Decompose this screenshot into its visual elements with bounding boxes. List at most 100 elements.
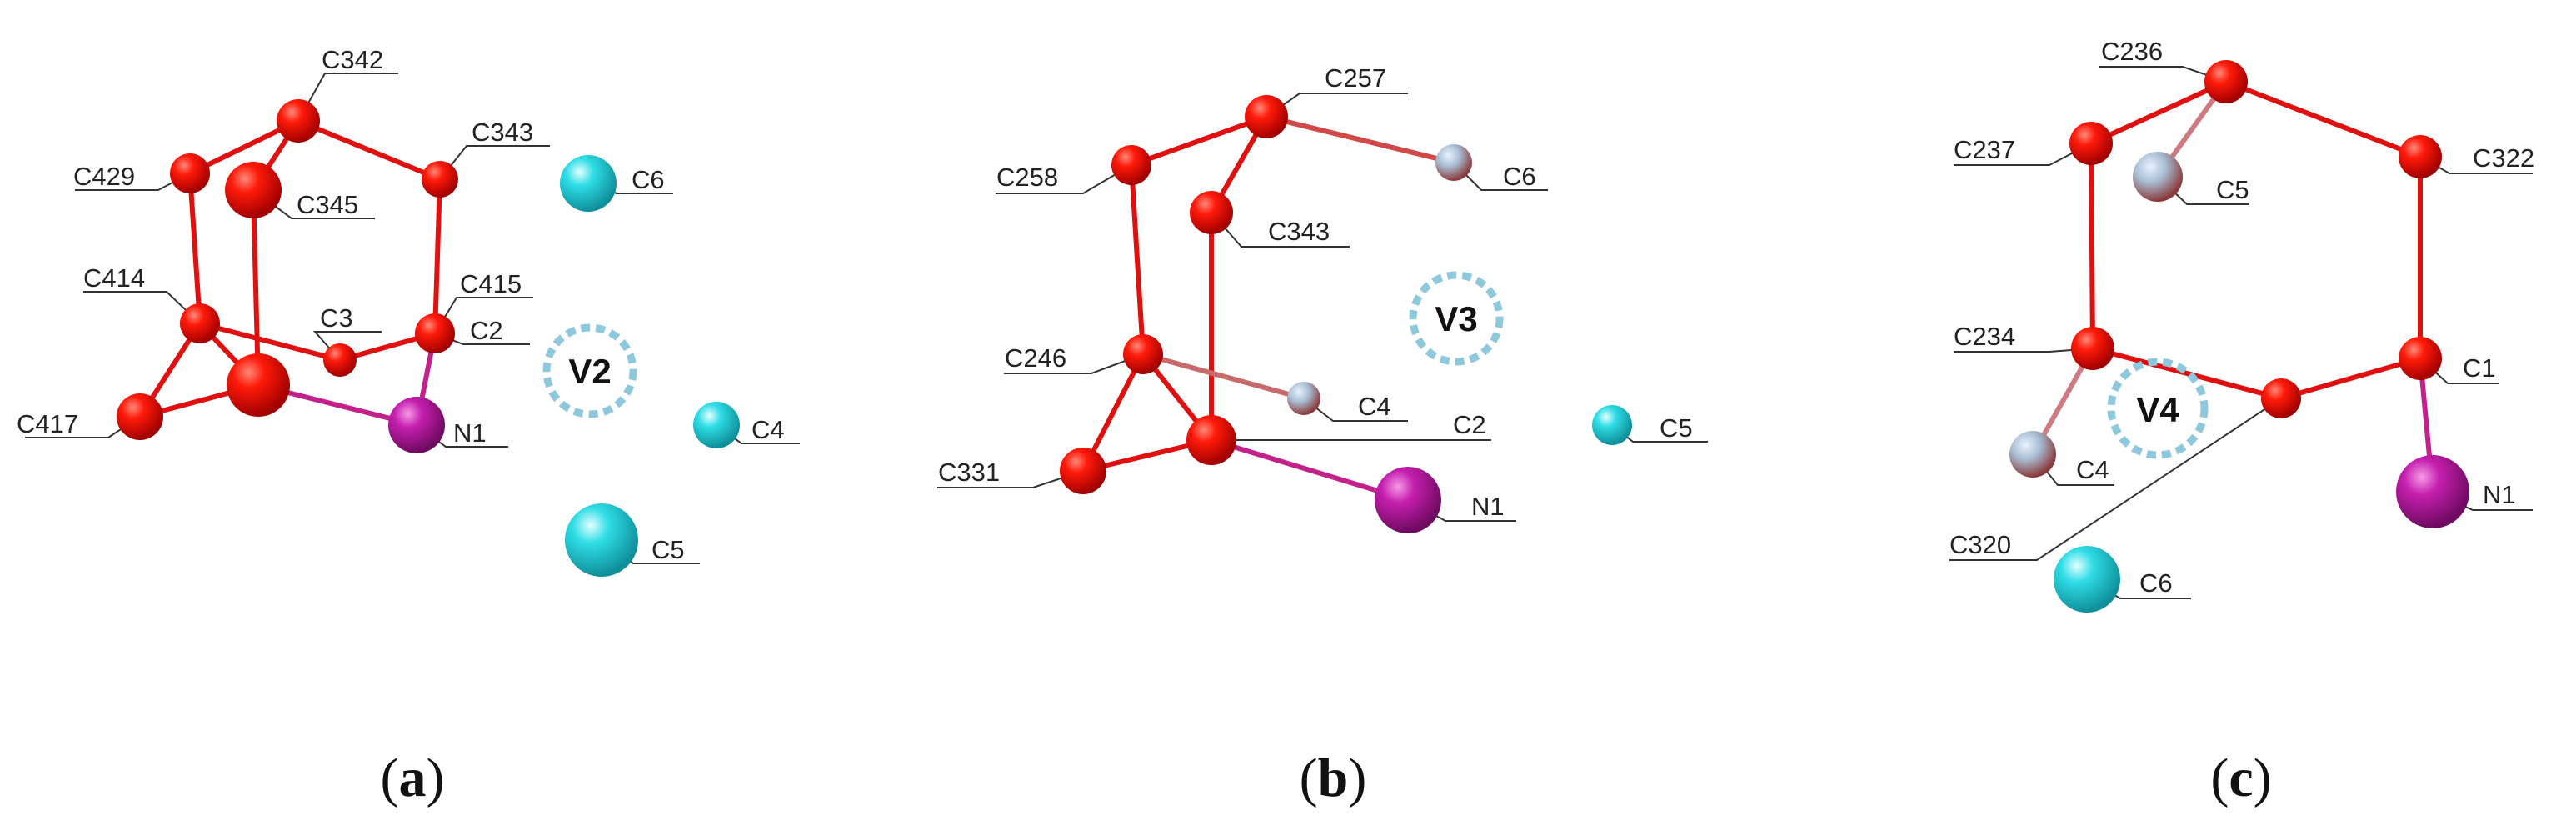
label-c6: C6 [632,165,665,194]
label-c6: C6 [2139,568,2173,598]
bond [1209,438,1410,503]
atom-c257 [1245,95,1288,138]
label-c236: C236 [2101,37,2163,66]
atoms-c [2009,60,2469,613]
atom-c415-c2 [415,313,455,353]
labels-a: C342 C343 C429 C345 C6 C414 C415 C3 C2 C… [17,45,785,564]
bond [197,321,342,363]
atom-c4 [1287,382,1320,415]
bond [187,171,202,326]
bond [432,177,442,336]
label-c415: C415 [460,269,522,298]
bond [2224,79,2423,159]
atom-c417 [117,393,163,440]
bond [1141,352,1306,401]
bond [1264,114,1456,165]
atom-c234 [2071,327,2114,370]
bond [2089,141,2095,351]
atom-c322 [2399,135,2442,178]
void-label: V2 [568,352,611,391]
label-c342: C342 [322,45,383,74]
void-a: V2 [542,323,637,418]
label-c320: C320 [1949,530,2011,559]
caption-letter: a [399,748,427,808]
label-c417: C417 [17,409,78,438]
atom-c5 [2133,152,2183,202]
labels-b: C257 C258 C6 C343 C246 C4 C2 C5 C331 N1 [938,63,1693,521]
bond [296,118,442,182]
atom-c4 [693,402,740,448]
void-c: V4 [2107,358,2209,459]
panel-caption-b: (b) [1300,748,1367,808]
atom-c331 [1060,448,1106,494]
label-c345: C345 [297,190,358,219]
atom-c414 [180,303,220,343]
label-c2: C2 [1453,410,1486,439]
atom-c342 [277,99,320,143]
label-c5: C5 [2216,175,2249,204]
atom-c343 [1190,191,1233,234]
label-c5: C5 [651,535,685,564]
atom-c5 [565,503,638,577]
atom-c2 [1186,415,1236,465]
panel-a: V2 C342 C343 C429 C345 C6 C414 C415 C3 C… [17,45,800,808]
panel-c: V4 C236 C237 C322 C5 C234 C1 C4 N1 C320 … [1949,37,2534,808]
bond [2090,346,2284,401]
atom-n1 [2396,455,2469,528]
label-c1: C1 [2463,353,2496,383]
label-c258: C258 [996,163,1058,192]
atom-c343 [422,161,458,198]
atom-n1 [388,397,445,453]
atom-c237 [2069,122,2113,165]
leader-lines-a [25,73,800,564]
panel-caption-c: (c) [2210,748,2271,808]
label-n1: N1 [453,418,487,448]
leader-lines-b [937,93,1708,522]
void-b: V3 [1409,271,1504,366]
label-c4: C4 [751,415,785,444]
label-c4: C4 [1358,392,1391,421]
panel-b: V3 C257 C258 C6 C343 C246 C4 C2 C5 C331 … [937,63,1708,808]
label-c343: C343 [472,118,533,147]
caption-letter: b [1318,748,1349,808]
atom-c-center [227,353,290,417]
atom-c1 [2399,337,2442,380]
label-c429: C429 [73,162,135,191]
label-c237: C237 [1954,135,2015,164]
void-marker [1409,271,1504,366]
atoms-a [117,99,740,577]
atom-n1 [1375,467,1441,533]
atom-c320 [2261,378,2301,418]
void-marker [2107,358,2209,459]
atom-c6 [2054,546,2120,613]
atom-c258 [1111,145,1151,185]
atom-c429 [170,153,210,193]
caption-letter: c [2229,748,2253,808]
bond [1129,114,1269,168]
label-c3: C3 [320,303,353,333]
atom-c246 [1123,334,1163,374]
label-c5: C5 [1660,413,1693,443]
label-c331: C331 [938,458,1000,487]
label-c246: C246 [1005,343,1066,373]
atom-c6 [1435,144,1472,181]
label-c343: C343 [1268,217,1330,246]
bond [2279,356,2423,401]
atom-c5 [1592,405,1632,445]
atom-c236 [2204,60,2248,103]
bond [2089,79,2229,146]
label-n1: N1 [2483,480,2516,509]
bond [251,188,261,388]
panel-caption-a: (a) [381,748,445,808]
atom-c345 [225,162,282,218]
atom-c4 [2009,431,2056,478]
label-c6: C6 [1503,162,1536,191]
label-c322: C322 [2473,143,2534,173]
label-c234: C234 [1954,322,2015,351]
atom-c6 [560,155,617,212]
label-c2: C2 [470,316,503,345]
label-n1: N1 [1471,492,1505,521]
label-c4: C4 [2076,455,2109,484]
label-c414: C414 [83,263,145,293]
